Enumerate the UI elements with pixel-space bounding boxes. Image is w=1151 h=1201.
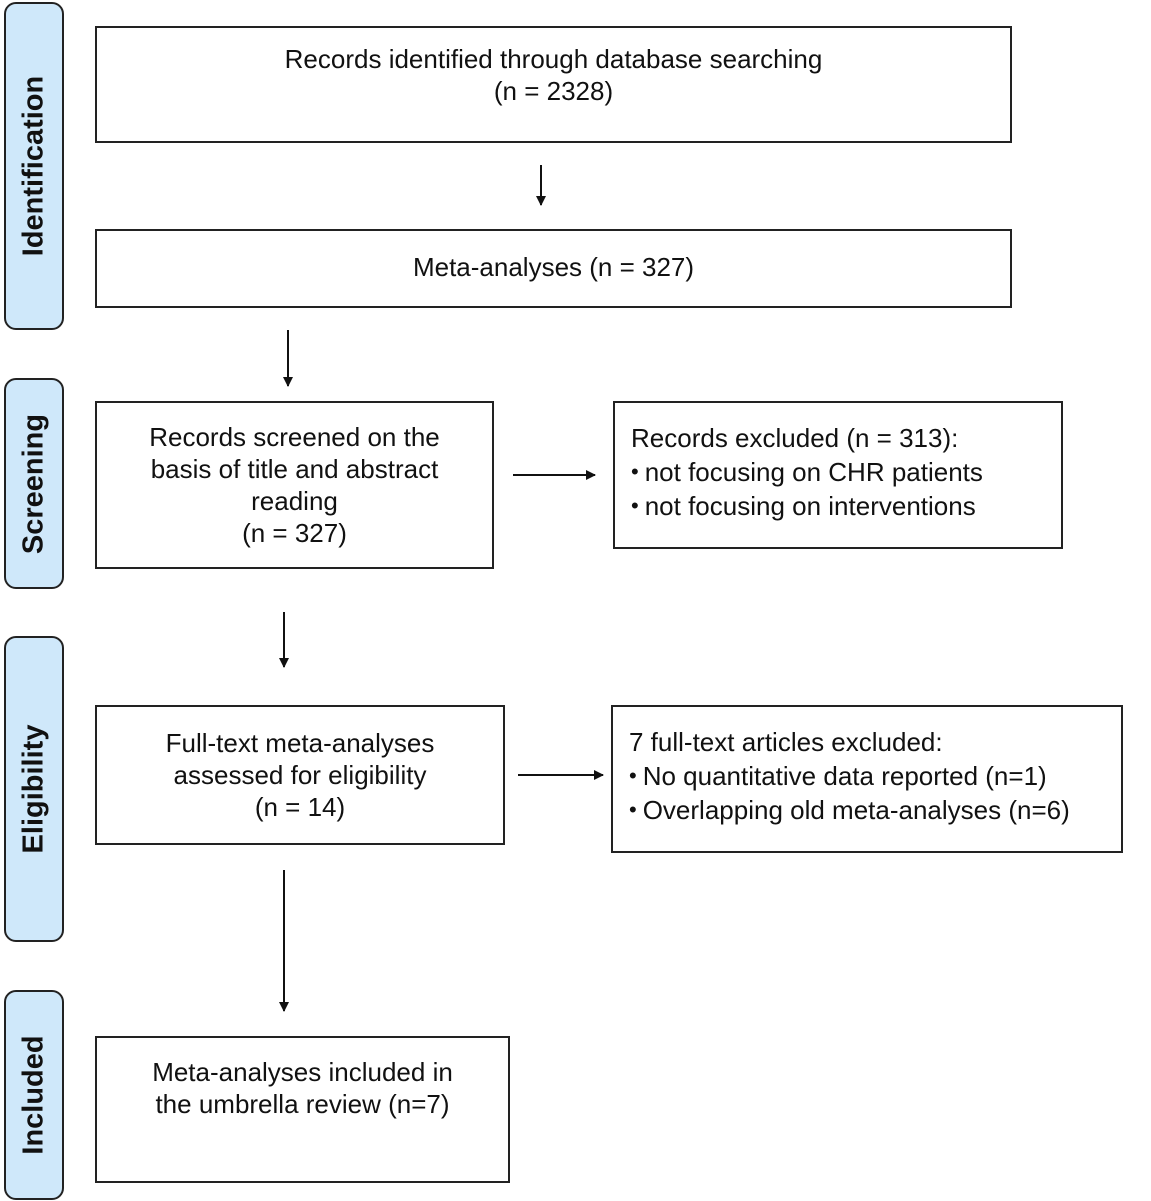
full-text-line2: assessed for eligibility [173,760,427,790]
bullet-icon: • [629,763,637,788]
meta-analyses-text: Meta-analyses (n = 327) [412,252,695,282]
bullet-icon: • [631,459,639,484]
records-identified-box: Records identified through database sear… [95,26,1012,143]
records-excluded-title: Records excluded (n = 313): [631,423,959,453]
phase-identification: Identification [4,2,64,330]
exclusion-reason: No quantitative data reported (n=1) [642,761,1047,791]
included-box: Meta-analyses included in the umbrella r… [95,1036,510,1183]
full-text-excluded-box: 7 full-text articles excluded: •No quant… [611,705,1123,853]
records-screened-box: Records screened on the basis of title a… [95,401,494,569]
bullet-icon: • [631,493,639,518]
meta-analyses-box: Meta-analyses (n = 327) [95,229,1012,308]
full-text-excluded-list: •No quantitative data reported (n=1) •Ov… [629,759,1121,827]
records-screened-line3: reading [251,486,338,516]
included-line1: Meta-analyses included in [152,1057,453,1087]
phase-screening: Screening [4,378,64,589]
full-text-count: (n = 14) [254,792,346,822]
records-excluded-list: •not focusing on CHR patients •not focus… [631,455,1061,523]
exclusion-reason: not focusing on interventions [644,491,976,521]
phase-included: Included [4,990,64,1200]
phase-eligibility: Eligibility [4,636,64,942]
records-screened-count: (n = 327) [242,518,347,548]
full-text-excluded-title: 7 full-text articles excluded: [629,727,943,757]
list-item: •not focusing on interventions [631,489,1061,523]
exclusion-reason: Overlapping old meta-analyses (n=6) [642,795,1070,825]
list-item: •No quantitative data reported (n=1) [629,759,1121,793]
full-text-line1: Full-text meta-analyses [165,728,435,758]
records-screened-line1: Records screened on the [149,422,440,452]
records-identified-count: (n = 2328) [493,76,614,106]
records-screened-line2: basis of title and abstract [150,454,439,484]
list-item: •Overlapping old meta-analyses (n=6) [629,793,1121,827]
records-identified-text: Records identified through database sear… [284,44,823,74]
records-excluded-box: Records excluded (n = 313): •not focusin… [613,401,1063,549]
included-line2: the umbrella review (n=7) [155,1089,450,1119]
bullet-icon: • [629,797,637,822]
full-text-box: Full-text meta-analyses assessed for eli… [95,705,505,845]
exclusion-reason: not focusing on CHR patients [644,457,983,487]
list-item: •not focusing on CHR patients [631,455,1061,489]
